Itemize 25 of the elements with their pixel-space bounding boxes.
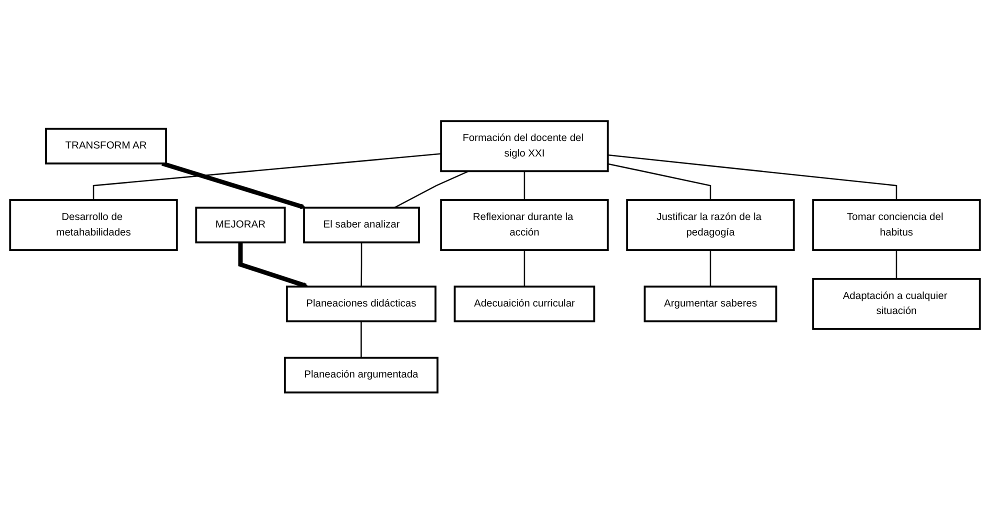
node-box: Adaptación a cualquier situación — [812, 278, 981, 330]
node-box: Justificar la razón de la pedagogía — [626, 199, 795, 252]
node-box: Planeaciones didácticas — [286, 286, 436, 322]
node-box: Tomar conciencia del habitus — [812, 199, 981, 252]
connector — [360, 242, 362, 287]
connector — [608, 163, 712, 200]
connector — [360, 321, 362, 358]
node-box: Formación del docente del siglo XXI — [440, 120, 609, 172]
node-box: Desarrollo de metahabilidades — [9, 199, 178, 252]
connector — [394, 170, 469, 208]
node-box: Adecuaición curricular — [454, 286, 596, 322]
node-box: El saber analizar — [303, 206, 420, 244]
arrow — [162, 162, 306, 210]
connector — [608, 154, 898, 200]
node-box: Planeación argumentada — [284, 357, 438, 394]
node-box: TRANSFORM AR — [45, 128, 167, 165]
connector — [92, 153, 442, 200]
node-box: MEJORAR — [195, 206, 286, 244]
node-box: Argumentar saberes — [644, 286, 778, 322]
connector — [524, 250, 526, 287]
connector — [524, 171, 526, 200]
connector — [896, 250, 898, 280]
arrow — [238, 242, 308, 288]
node-box: Reflexionar durante la acción — [440, 199, 609, 252]
connector — [710, 250, 712, 287]
